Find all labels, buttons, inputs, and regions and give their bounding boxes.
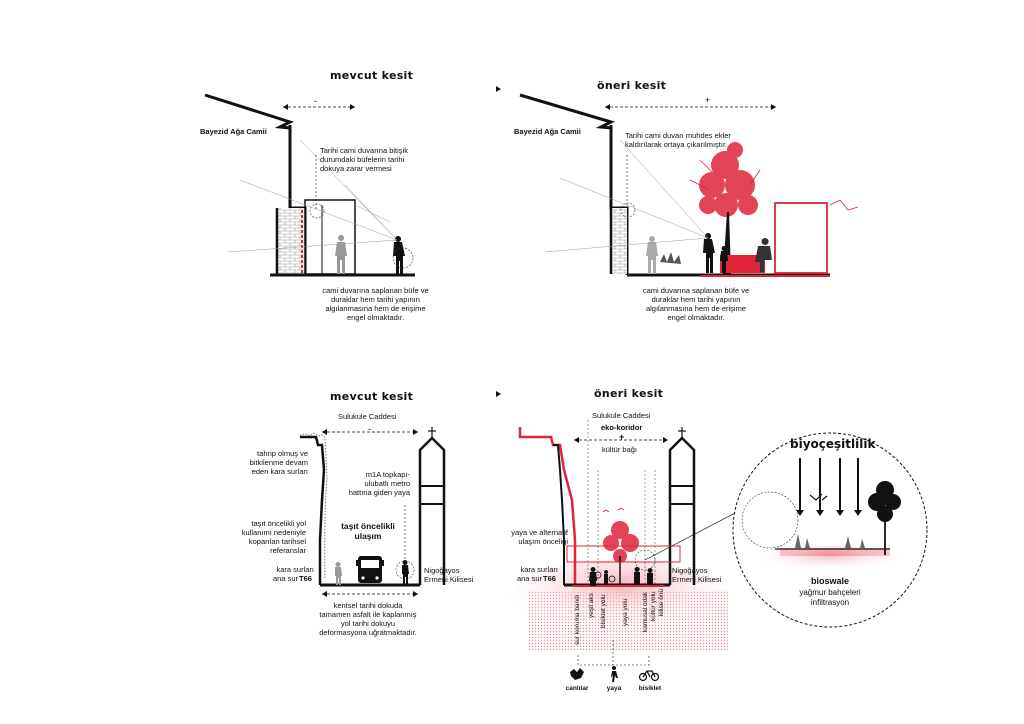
person-black	[703, 233, 715, 273]
zone-label: kültür yolu	[650, 591, 657, 621]
zone-label: sur koruma bandı	[574, 594, 581, 645]
church	[668, 436, 696, 585]
dim-sign: -	[314, 96, 317, 106]
detail-label-bioswale: bioswale	[810, 576, 849, 586]
note-existing-wall: Tarihi cami duvarına bitişik durumdaki b…	[320, 146, 408, 173]
city-wall-red	[518, 427, 577, 585]
detail-circle	[732, 432, 928, 628]
corridor-label: eko-koridor	[601, 423, 643, 432]
red-tree	[699, 142, 758, 217]
detail-title: biyoçeşitlilik	[790, 437, 876, 451]
person-black	[402, 560, 409, 585]
legend-bisiklet: bisiklet	[638, 685, 662, 692]
zone-label: kamusal odak	[642, 591, 649, 632]
dim-sign: -	[368, 424, 371, 434]
title-mevcut-top: mevcut kesit	[330, 69, 414, 82]
title-mevcut-bottom: mevcut kesit	[330, 390, 414, 403]
church-name-2: Ermeni Kilisesi	[424, 575, 474, 584]
person-grey	[335, 562, 342, 585]
culture-label: kültür bağı	[602, 445, 638, 454]
wall-code: T66	[299, 574, 312, 583]
black-tree	[868, 481, 901, 522]
wall-name-2: ana sur	[516, 574, 542, 583]
center-label: taşıt öncelikli ulaşım	[341, 521, 395, 541]
wall-name-1: kara surları	[520, 565, 558, 574]
note-walls: tahrip olmuş ve bitkilenme devam eden ka…	[249, 449, 308, 476]
dim-sign: +	[705, 95, 711, 105]
red-tree	[603, 521, 639, 563]
street-label: Sulukule Caddesi	[592, 411, 651, 420]
mosque-label: Bayezid Ağa Camii	[200, 127, 267, 136]
bisiklet-icon	[638, 670, 660, 682]
section-top-right	[519, 93, 859, 277]
detail-label-rain-gardens: yağmur bahçeleri	[799, 588, 861, 597]
bus-icon	[356, 556, 384, 583]
mosque-roof	[204, 93, 294, 130]
mosque-roof	[519, 93, 616, 130]
person-sitting	[755, 238, 772, 272]
note-road: taşıt öncelikli yol kullanımı nedeniyle …	[241, 519, 306, 555]
person-black	[393, 236, 405, 274]
title-oneri-bottom: öneri kesit	[594, 387, 664, 400]
detail-label-infiltration: infiltrasyon	[810, 598, 850, 607]
zone-label: kilise önü	[658, 588, 665, 616]
wall-code: T66	[543, 574, 556, 583]
zone-label: yaya yolu	[622, 598, 629, 626]
wall-name-1: kara surları	[276, 565, 314, 574]
plus-sign: +	[619, 432, 625, 442]
section-top-left	[204, 93, 415, 277]
person-grey	[335, 235, 347, 274]
mosque-label: Bayezid Ağa Camii	[514, 127, 581, 136]
church	[418, 436, 446, 585]
city-wall	[300, 435, 326, 585]
next-arrow	[496, 86, 501, 92]
church-name-2: Ermeni Kilisesi	[672, 575, 722, 584]
note-wall-revealed: Tarihi cami duvarı muhdes ekler kaldırıl…	[625, 131, 731, 149]
person-grey	[646, 236, 658, 274]
canlilar-icon	[570, 668, 584, 680]
legend-yaya: yaya	[606, 685, 622, 692]
note-kiosks: cami duvarına saplanan büfe ve duraklar …	[642, 286, 750, 322]
church-name-1: Nigoğayos	[424, 566, 460, 575]
section-bottom-left	[299, 427, 446, 597]
legend-canlilar: canlılar	[565, 685, 589, 692]
note-asphalt: kentsel tarihi dokuda tamamen asfalt ile…	[319, 601, 417, 637]
note-metro: m1A topkapı-ulubatlı metro hattına giden…	[348, 470, 410, 497]
note-priority: yaya ve alternatif ulaşım önceliği	[511, 528, 568, 546]
kiosk	[304, 199, 356, 275]
street-label: Sulukule Caddesi	[338, 412, 397, 421]
zone-label: yeşil aks	[588, 593, 595, 618]
church-name-1: Nigoğayos	[672, 566, 708, 575]
section-bottom-right	[510, 420, 761, 682]
zone-label: bisiklet yolu	[600, 594, 607, 628]
yaya-icon	[611, 666, 618, 682]
child	[720, 246, 728, 273]
kiosk-red	[774, 202, 828, 274]
note-kiosks: cami duvarına saplanan büfe ve duraklar …	[322, 286, 429, 322]
wall-name-2: ana sur	[272, 574, 298, 583]
title-oneri-top: öneri kesit	[597, 79, 667, 92]
next-arrow	[496, 391, 501, 397]
